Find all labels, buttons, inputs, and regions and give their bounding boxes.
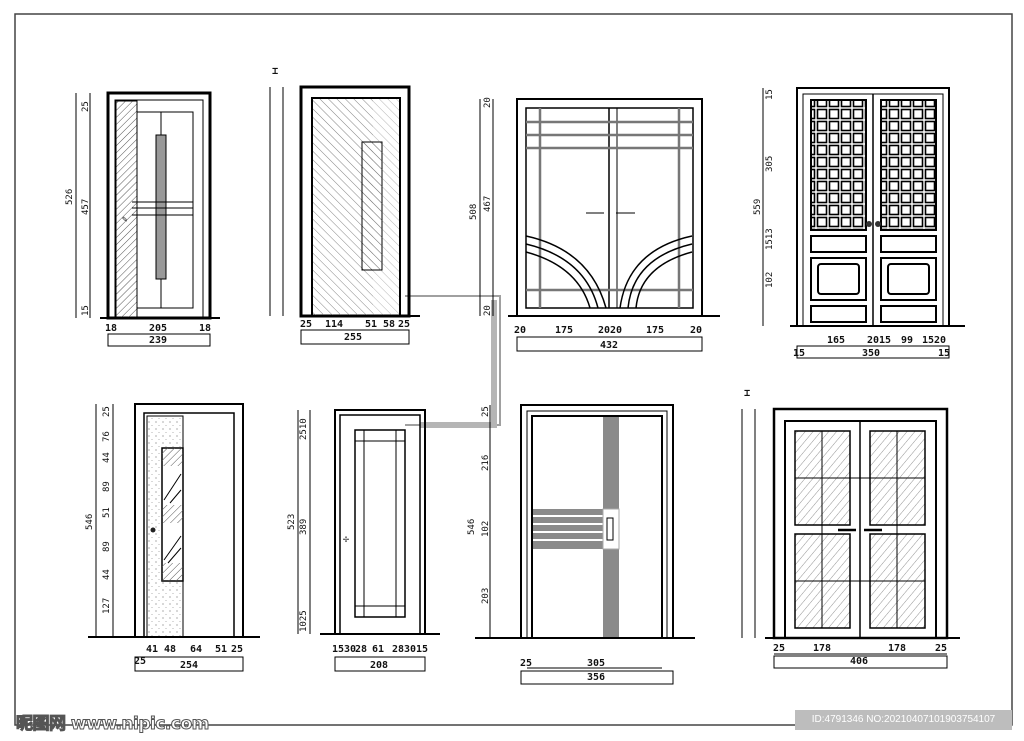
dim-label: 18 [199,323,211,334]
dim-label: 76 [102,431,112,442]
dim-label: 44 [102,569,112,580]
dim-label: 526 [65,189,75,205]
dim-total: 432 [600,340,618,351]
dim-label: 64 [190,644,202,655]
handle-icon [606,517,614,541]
connector-thick [420,300,497,428]
dim-label: 18 [105,323,117,334]
dim-label: 467 [483,196,493,212]
door-5: 546 25 76 44 89 51 89 44 127 41 48 64 51… [85,403,260,672]
dim-label: 25 [134,656,146,667]
dim-label: 25 [81,101,91,112]
dim-label: 508 [469,204,479,220]
dim-label: 44 [102,452,112,463]
dim-label: 20 [483,305,493,316]
dim-total: 255 [344,332,362,343]
dim-label: 165 [827,335,845,346]
dim-label: 389 [299,519,309,535]
dim-total: 208 [370,660,388,671]
watermark-logo: 昵图网 www.nipic.com [16,714,210,735]
dim-label: 25 [935,643,947,654]
dim-label: 20 [483,97,493,108]
dim-label: 305 [765,156,775,172]
dim-total: 239 [149,335,167,346]
dim-label: 51 [365,319,377,330]
handle-icon: ✢ [343,534,349,545]
door-2: ⌶ 25 114 51 58 25 255 [269,66,420,345]
dim-label: 3015 [404,644,428,655]
dim-total: 350 [862,348,880,359]
dim-label: 25 [398,319,410,330]
dim-label: 178 [813,643,831,654]
dim-label: 15 [765,89,775,100]
dim-label: 28 [355,644,367,655]
dim-label: 25 [300,319,312,330]
dim-label: 25 [520,658,532,669]
dim-label: 102 [765,272,775,288]
dim-label: 20 [514,325,526,336]
dim-label: 51 [215,644,227,655]
dim-label: 99 [901,335,913,346]
hinge-icon: ⌶ [272,66,278,77]
image-id-label: ID:4791346 NO:20210407101903754107 [795,710,1012,730]
dim-label: 216 [481,455,491,471]
dim-label: 25 [231,644,243,655]
dim-label: 25 [102,406,112,417]
dim-label: 559 [753,199,763,215]
dim-label: 546 [85,514,95,530]
dim-label: 175 [555,325,573,336]
dim-label: 102 [481,521,491,537]
dim-label: 20 [690,325,702,336]
dim-label: 58 [383,319,395,330]
dim-label: 1513 [765,228,775,250]
dim-total: 356 [587,672,605,683]
door-6: ✢ 523 389 2510 1025 1530 28 61 28 3015 2… [287,409,440,672]
dim-label: 546 [467,519,477,535]
dim-label: 305 [587,658,605,669]
dim-total: 406 [850,656,868,667]
door-7: 546 25 216 102 203 25 305 356 [467,404,695,685]
dim-label: 1530 [332,644,356,655]
knob-icon [150,527,156,533]
dim-label: 203 [481,588,491,604]
door-4: 559 305 15 1513 102 165 2015 99 1520 15 … [753,87,965,359]
dim-label: 48 [164,644,176,655]
dim-label: 15 [81,305,91,316]
hinge-icon: ⌶ [744,388,750,399]
dim-label: 2020 [598,325,622,336]
drawing-border [14,13,1013,726]
dim-label: 457 [81,199,91,215]
dim-label: 2510 [299,418,309,440]
dim-label: 127 [102,598,112,614]
door-8: ⌶ 25 178 178 25 406 [741,388,960,669]
dim-label: 178 [888,643,906,654]
dim-label: 1025 [299,610,309,632]
dim-label: 114 [325,319,343,330]
dim-label: 523 [287,514,297,530]
dim-label: 61 [372,644,384,655]
dim-total: 254 [180,660,198,671]
dim-label: 25 [773,643,785,654]
handle-icon: ✎ [122,215,128,225]
dim-label: 51 [102,507,112,518]
dim-label: 2015 [867,335,891,346]
dim-label: 15 [793,348,805,359]
dim-label: 175 [646,325,664,336]
door-3: 508 467 20 20 20 175 2020 175 20 432 [469,97,720,352]
dim-label: 25 [481,406,491,417]
dim-label: 205 [149,323,167,334]
dim-label: 89 [102,541,112,552]
dim-label: 15 [938,348,950,359]
dim-label: 1520 [922,335,946,346]
dim-label: 28 [392,644,404,655]
door-1: ✎ 526 457 25 15 18 205 18 239 [65,91,220,347]
dim-label: 41 [146,644,158,655]
dim-label: 89 [102,481,112,492]
